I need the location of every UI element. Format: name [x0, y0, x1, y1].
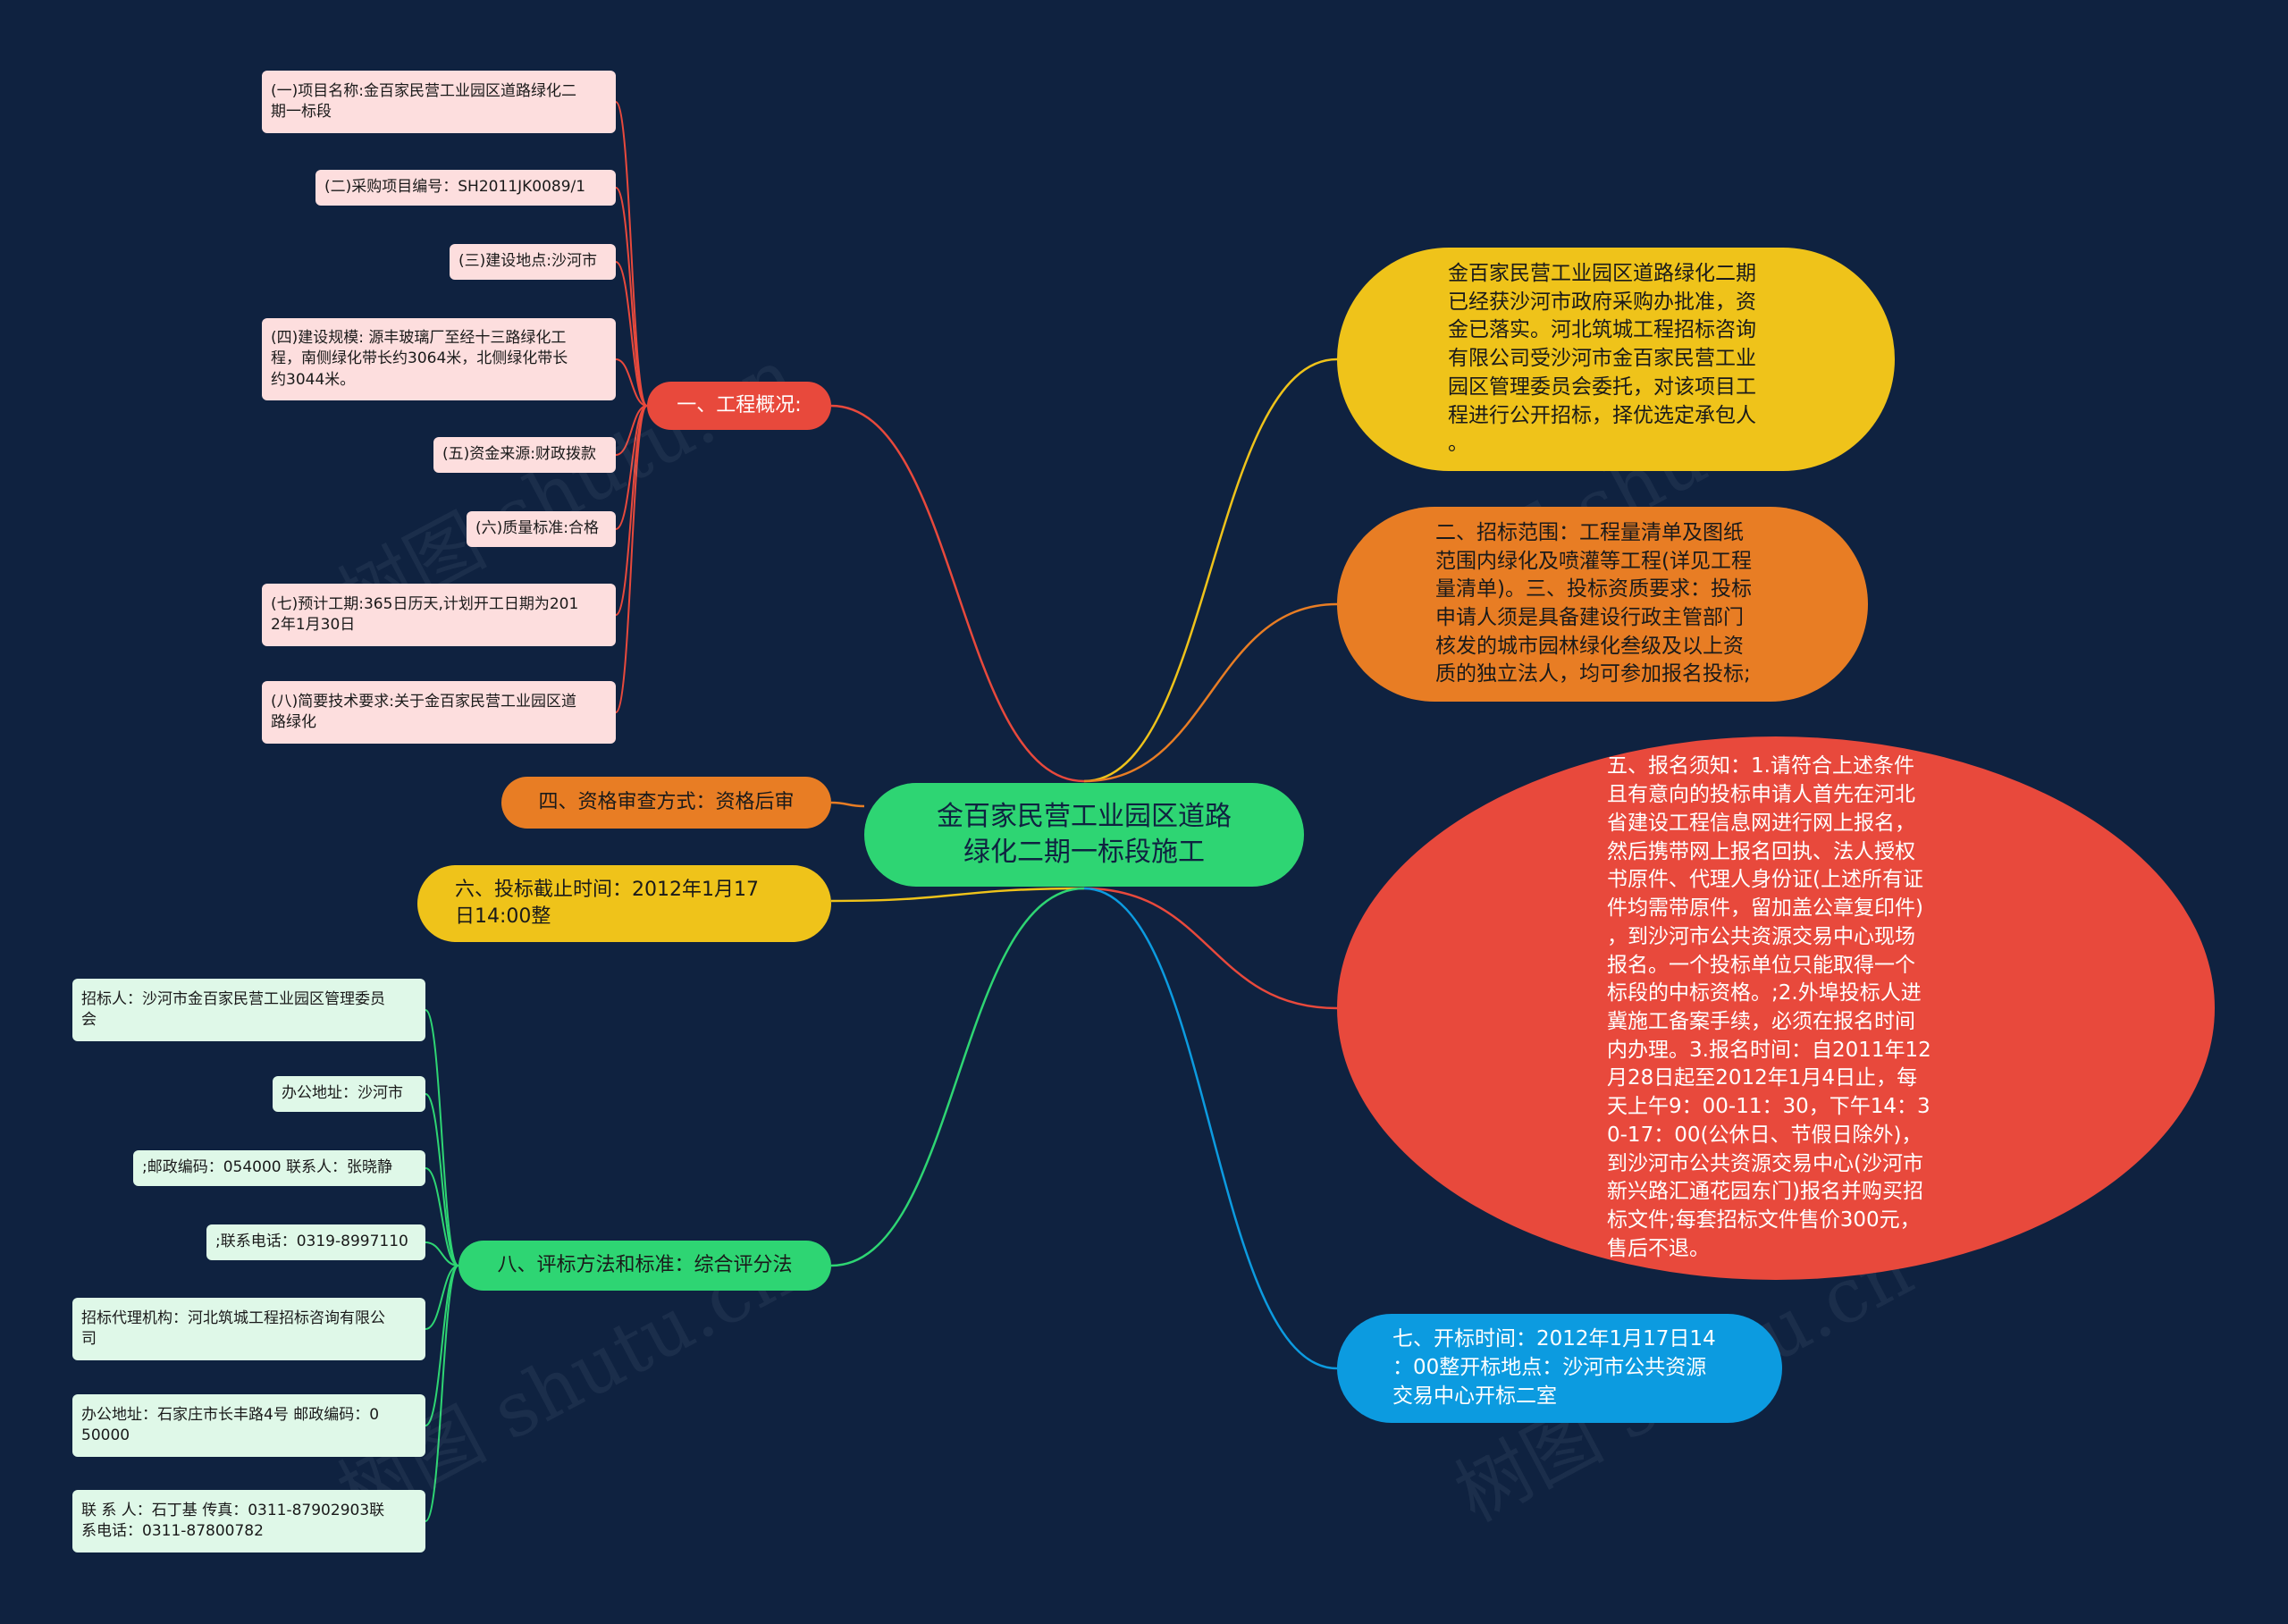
branch-registration-label: 五、报名须知：1.请符合上述条件 且有意向的投标申请人首先在河北 省建设工程信息… — [1607, 754, 1931, 1260]
branch-opening-label: 七、开标时间：2012年1月17日14 ：00整开标地点：沙河市公共资源 交易中… — [1392, 1327, 1716, 1408]
connector-deadline — [830, 887, 1085, 903]
overview-item-label: (二)采购项目编号：SH2011JK0089/1 — [324, 178, 586, 197]
branch-deadline[interactable]: 六、投标截止时间：2012年1月17 日14:00整 — [417, 865, 831, 942]
branch-evaluation[interactable]: 八、评标方法和标准：综合评分法 — [458, 1241, 831, 1291]
branch-deadline-label: 六、投标截止时间：2012年1月17 日14:00整 — [455, 878, 759, 928]
overview-item[interactable]: (二)采购项目编号：SH2011JK0089/1 — [315, 170, 616, 206]
branch-scope[interactable]: 二、招标范围：工程量清单及图纸 范围内绿化及喷灌等工程(详见工程 量清单)。三、… — [1337, 507, 1868, 702]
connector-evaluation-item — [425, 1265, 459, 1330]
connector-overview-item — [615, 405, 648, 616]
branch-scope-label: 二、招标范围：工程量清单及图纸 范围内绿化及喷灌等工程(详见工程 量清单)。三、… — [1435, 520, 1752, 686]
connector-overview-item — [615, 187, 648, 407]
overview-item[interactable]: (五)资金来源:财政拨款 — [433, 437, 616, 473]
root-topic-label: 金百家民营工业园区道路 绿化二期一标段施工 — [937, 800, 1232, 869]
connector-evaluation-item — [425, 1265, 459, 1426]
evaluation-item-label: 招标代理机构：河北筑城工程招标咨询有限公 司 — [81, 1308, 385, 1348]
branch-intro[interactable]: 金百家民营工业园区道路绿化二期 已经获沙河市政府采购办批准，资 金已落实。河北筑… — [1337, 248, 1895, 471]
overview-item[interactable]: (三)建设地点:沙河市 — [450, 244, 616, 280]
connector-overview-item — [615, 261, 648, 407]
evaluation-item-label: 联 系 人：石丁基 传真：0311-87902903联 系电话：0311-878… — [81, 1501, 385, 1540]
root-topic[interactable]: 金百家民营工业园区道路 绿化二期一标段施工 — [864, 783, 1304, 887]
connector-overview-item — [615, 405, 648, 713]
overview-item-label: (六)质量标准:合格 — [475, 519, 599, 538]
overview-item[interactable]: (七)预计工期:365日历天,计划开工日期为201 2年1月30日 — [262, 584, 616, 646]
branch-overview-label: 一、工程概况: — [677, 393, 802, 417]
overview-item-label: (五)资金来源:财政拨款 — [442, 445, 596, 464]
overview-item-label: (四)建设规模: 源丰玻璃厂至经十三路绿化工 程，南侧绿化带长约3064米，北侧… — [271, 329, 568, 389]
branch-opening[interactable]: 七、开标时间：2012年1月17日14 ：00整开标地点：沙河市公共资源 交易中… — [1337, 1314, 1782, 1423]
branch-overview[interactable]: 一、工程概况: — [647, 382, 831, 430]
overview-item[interactable]: (四)建设规模: 源丰玻璃厂至经十三路绿化工 程，南侧绿化带长约3064米，北侧… — [262, 318, 616, 400]
overview-item[interactable]: (一)项目名称:金百家民营工业园区道路绿化二 期一标段 — [262, 71, 616, 133]
connector-overview — [830, 404, 1085, 783]
evaluation-item[interactable]: 办公地址：沙河市 — [273, 1076, 425, 1112]
branch-registration[interactable]: 五、报名须知：1.请符合上述条件 且有意向的投标申请人首先在河北 省建设工程信息… — [1337, 736, 2215, 1280]
connector-intro — [1083, 358, 1338, 783]
connector-evaluation-item — [425, 1241, 459, 1266]
connector-overview-item — [615, 405, 648, 456]
branch-evaluation-label: 八、评标方法和标准：综合评分法 — [497, 1253, 793, 1276]
connector-evaluation-item — [425, 1167, 459, 1266]
branch-qualification-review-label: 四、资格审查方式：资格后审 — [538, 790, 795, 813]
evaluation-item[interactable]: ;邮政编码：054000 联系人：张晓静 — [133, 1150, 425, 1186]
evaluation-item[interactable]: 联 系 人：石丁基 传真：0311-87902903联 系电话：0311-878… — [72, 1490, 425, 1552]
connector-evaluation-item — [425, 1009, 459, 1266]
connector-registration — [1083, 887, 1338, 1010]
overview-item[interactable]: (八)简要技术要求:关于金百家民营工业园区道 路绿化 — [262, 681, 616, 744]
evaluation-item-label: ;邮政编码：054000 联系人：张晓静 — [142, 1158, 393, 1177]
connector-opening — [1083, 887, 1338, 1370]
overview-item-label: (七)预计工期:365日历天,计划开工日期为201 2年1月30日 — [271, 594, 579, 634]
evaluation-item[interactable]: ;联系电话：0319-8997110 — [206, 1224, 425, 1260]
connector-evaluation-item — [425, 1093, 459, 1266]
connector-overview-item — [615, 405, 648, 530]
evaluation-item-label: 招标人：沙河市金百家民营工业园区管理委员 会 — [81, 989, 385, 1029]
evaluation-item-label: 办公地址：石家庄市长丰路4号 邮政编码：0 50000 — [81, 1405, 380, 1444]
branch-intro-label: 金百家民营工业园区道路绿化二期 已经获沙河市政府采购办批准，资 金已落实。河北筑… — [1448, 261, 1756, 456]
overview-item[interactable]: (六)质量标准:合格 — [467, 511, 616, 547]
evaluation-item[interactable]: 办公地址：石家庄市长丰路4号 邮政编码：0 50000 — [72, 1394, 425, 1457]
connector-qualification-review — [830, 801, 865, 808]
branch-qualification-review[interactable]: 四、资格审查方式：资格后审 — [501, 777, 831, 829]
connector-overview-item — [615, 358, 648, 407]
evaluation-item-label: ;联系电话：0319-8997110 — [215, 1233, 408, 1251]
connector-evaluation — [830, 887, 1085, 1267]
overview-item-label: (三)建设地点:沙河市 — [458, 252, 597, 271]
evaluation-item[interactable]: 招标代理机构：河北筑城工程招标咨询有限公 司 — [72, 1298, 425, 1360]
connector-evaluation-item — [425, 1265, 459, 1522]
connector-overview-item — [615, 101, 648, 407]
overview-item-label: (八)简要技术要求:关于金百家民营工业园区道 路绿化 — [271, 692, 576, 731]
overview-item-label: (一)项目名称:金百家民营工业园区道路绿化二 期一标段 — [271, 81, 576, 121]
evaluation-item-label: 办公地址：沙河市 — [282, 1084, 403, 1103]
evaluation-item[interactable]: 招标人：沙河市金百家民营工业园区管理委员 会 — [72, 979, 425, 1041]
connector-scope — [1083, 602, 1338, 783]
